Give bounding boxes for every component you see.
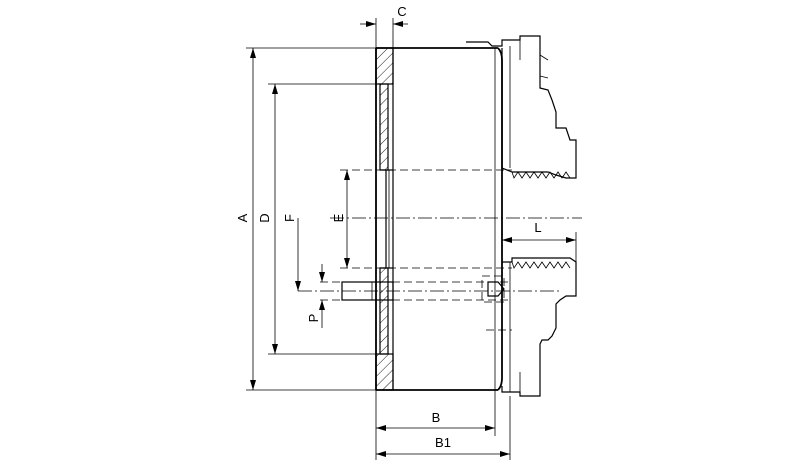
dimension-c: C — [360, 4, 408, 48]
dimension-l: L — [502, 220, 577, 262]
lower-jaw — [481, 257, 577, 397]
chuck-body — [341, 47, 503, 391]
upper-jaw — [466, 35, 577, 179]
dimension-d: D — [257, 83, 380, 355]
dimension-f: F — [282, 214, 301, 291]
dimension-p: P — [306, 264, 325, 328]
dimension-e: E — [331, 170, 350, 268]
label-f: F — [282, 214, 297, 222]
label-p: P — [306, 314, 321, 323]
hidden-lines — [298, 169, 582, 331]
dimension-a: A — [235, 47, 376, 391]
label-d: D — [257, 213, 272, 222]
label-l: L — [534, 220, 541, 235]
dimension-b1: B1 — [376, 396, 511, 460]
label-a: A — [235, 213, 250, 222]
label-e: E — [331, 213, 346, 222]
label-b: B — [432, 410, 441, 425]
dimension-b: B — [375, 390, 496, 460]
label-c: C — [397, 4, 406, 19]
label-b1: B1 — [435, 435, 451, 450]
